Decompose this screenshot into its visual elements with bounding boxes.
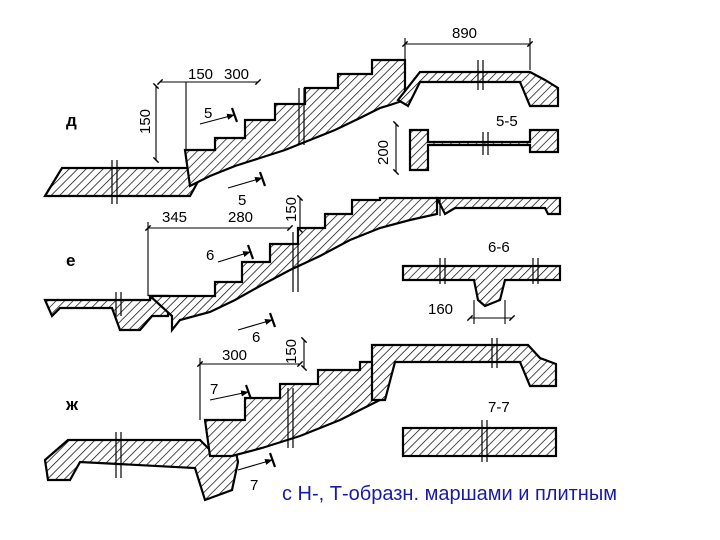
variant-d-letter: д (66, 111, 77, 130)
e-cut-mark (268, 312, 277, 328)
e-upper-landing (435, 196, 562, 216)
section-5-5 (408, 128, 560, 172)
section-6-6 (401, 264, 562, 308)
zh-upper-landing (370, 343, 558, 402)
zh-dim-150: 150 (283, 339, 300, 364)
e-cut-label-top: 6 (206, 247, 214, 264)
d-upper-landing (396, 70, 560, 108)
e-dim-160: 160 (428, 301, 453, 318)
zh-dim-300: 300 (222, 347, 247, 364)
d-dim-890: 890 (452, 25, 477, 42)
zh-cut-mark (268, 452, 277, 468)
section-7-7-label: 7-7 (488, 399, 510, 416)
d-cut-mark (258, 171, 267, 187)
variant-zh: ж 300 150 7 7 7-7 (43, 336, 558, 502)
e-cut-arrow (217, 251, 251, 263)
e-dim-345: 345 (162, 209, 187, 226)
zh-cut-label-top: 7 (210, 381, 218, 398)
variant-d: д 890 150 300 150 5 5 5-5 (43, 25, 560, 209)
e-lower-landing (43, 294, 170, 332)
d-dim-300: 300 (224, 66, 249, 83)
variant-e: е 345 280 150 6 6 6-6 (43, 194, 562, 346)
d-lower-landing (43, 166, 202, 198)
variant-zh-letter: ж (65, 395, 79, 414)
e-cut-mark (246, 244, 255, 260)
caption: с Н-, Т-образн. маршами и плитным (282, 483, 617, 505)
d-cut-arrow (199, 113, 235, 125)
section-7-7 (401, 426, 558, 458)
section-6-6-label: 6-6 (488, 239, 510, 256)
e-cut-label-bottom: 6 (252, 329, 260, 346)
zh-lower-landing (43, 438, 240, 502)
e-cut-arrow (237, 319, 273, 331)
d-flight (183, 58, 407, 188)
zh-cut-label-bottom: 7 (250, 477, 258, 494)
zh-cut-arrow (209, 390, 249, 401)
d-cut-arrow (227, 177, 263, 189)
d-dim-200: 200 (375, 140, 392, 165)
d-cut-label-top: 5 (204, 105, 212, 122)
variant-e-letter: е (66, 251, 75, 270)
d-dim-150b: 150 (137, 109, 154, 134)
d-dim-150a: 150 (188, 66, 213, 83)
e-dim-280: 280 (228, 209, 253, 226)
section-5-5-label: 5-5 (496, 113, 518, 130)
e-dim-150: 150 (283, 197, 300, 222)
zh-cut-arrow (237, 459, 273, 471)
zh-cut-mark (244, 384, 253, 400)
d-cut-mark (230, 107, 239, 123)
d-cut-label-bottom: 5 (238, 192, 246, 209)
